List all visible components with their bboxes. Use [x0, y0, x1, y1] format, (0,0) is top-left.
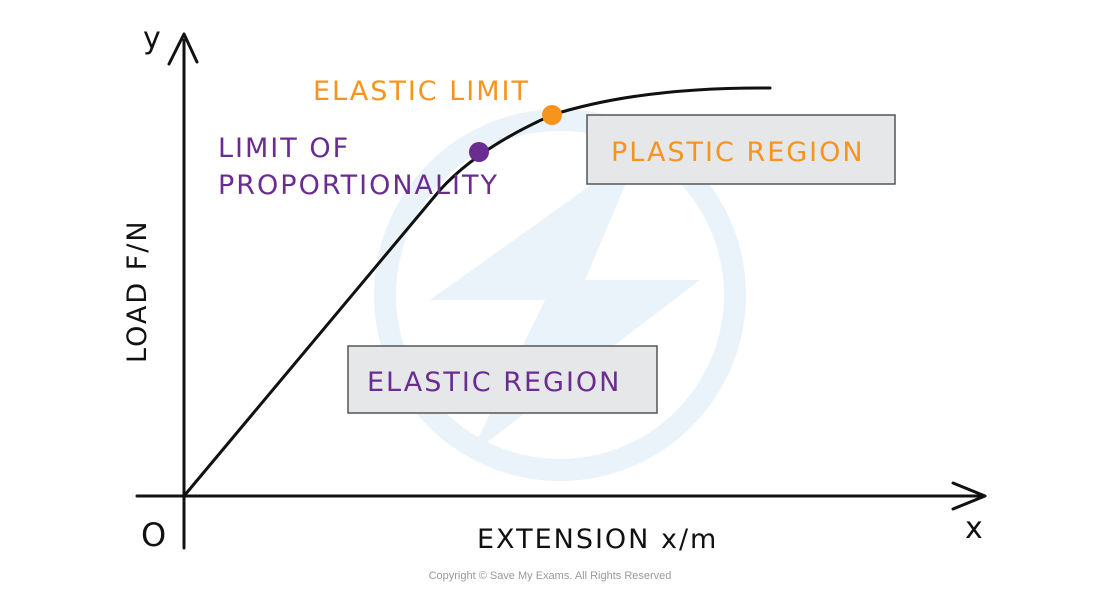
x-axis-letter: x: [965, 511, 985, 546]
y-axis-letter: y: [143, 21, 163, 56]
watermark-bolt: [430, 150, 700, 455]
plastic-region-rect: [586, 114, 896, 185]
origin-label: O: [141, 516, 168, 554]
y-axis-arrowhead: [167, 32, 199, 66]
y-axis-title: LOAD F/N: [122, 219, 153, 363]
x-axis-arrowhead: [951, 481, 987, 511]
limit-of-proportionality-label-line2: PROPORTIONALITY: [218, 170, 499, 201]
elastic-region-box: ELASTIC REGION: [347, 345, 658, 414]
elastic-region-rect: [347, 345, 658, 414]
limit-of-proportionality-label-line1: LIMIT OF: [218, 133, 350, 164]
elastic-limit-label: ELASTIC LIMIT: [313, 76, 530, 107]
elastic-region-label: ELASTIC REGION: [367, 367, 621, 398]
axes: [135, 32, 987, 550]
elastic-limit-point: [542, 105, 562, 125]
x-axis-title: EXTENSION x/m: [477, 524, 718, 555]
limit-of-proportionality-point: [469, 142, 489, 162]
copyright-text: Copyright © Save My Exams. All Rights Re…: [429, 570, 672, 582]
plastic-region-label: PLASTIC REGION: [611, 137, 865, 168]
plastic-region-box: PLASTIC REGION: [586, 114, 896, 185]
